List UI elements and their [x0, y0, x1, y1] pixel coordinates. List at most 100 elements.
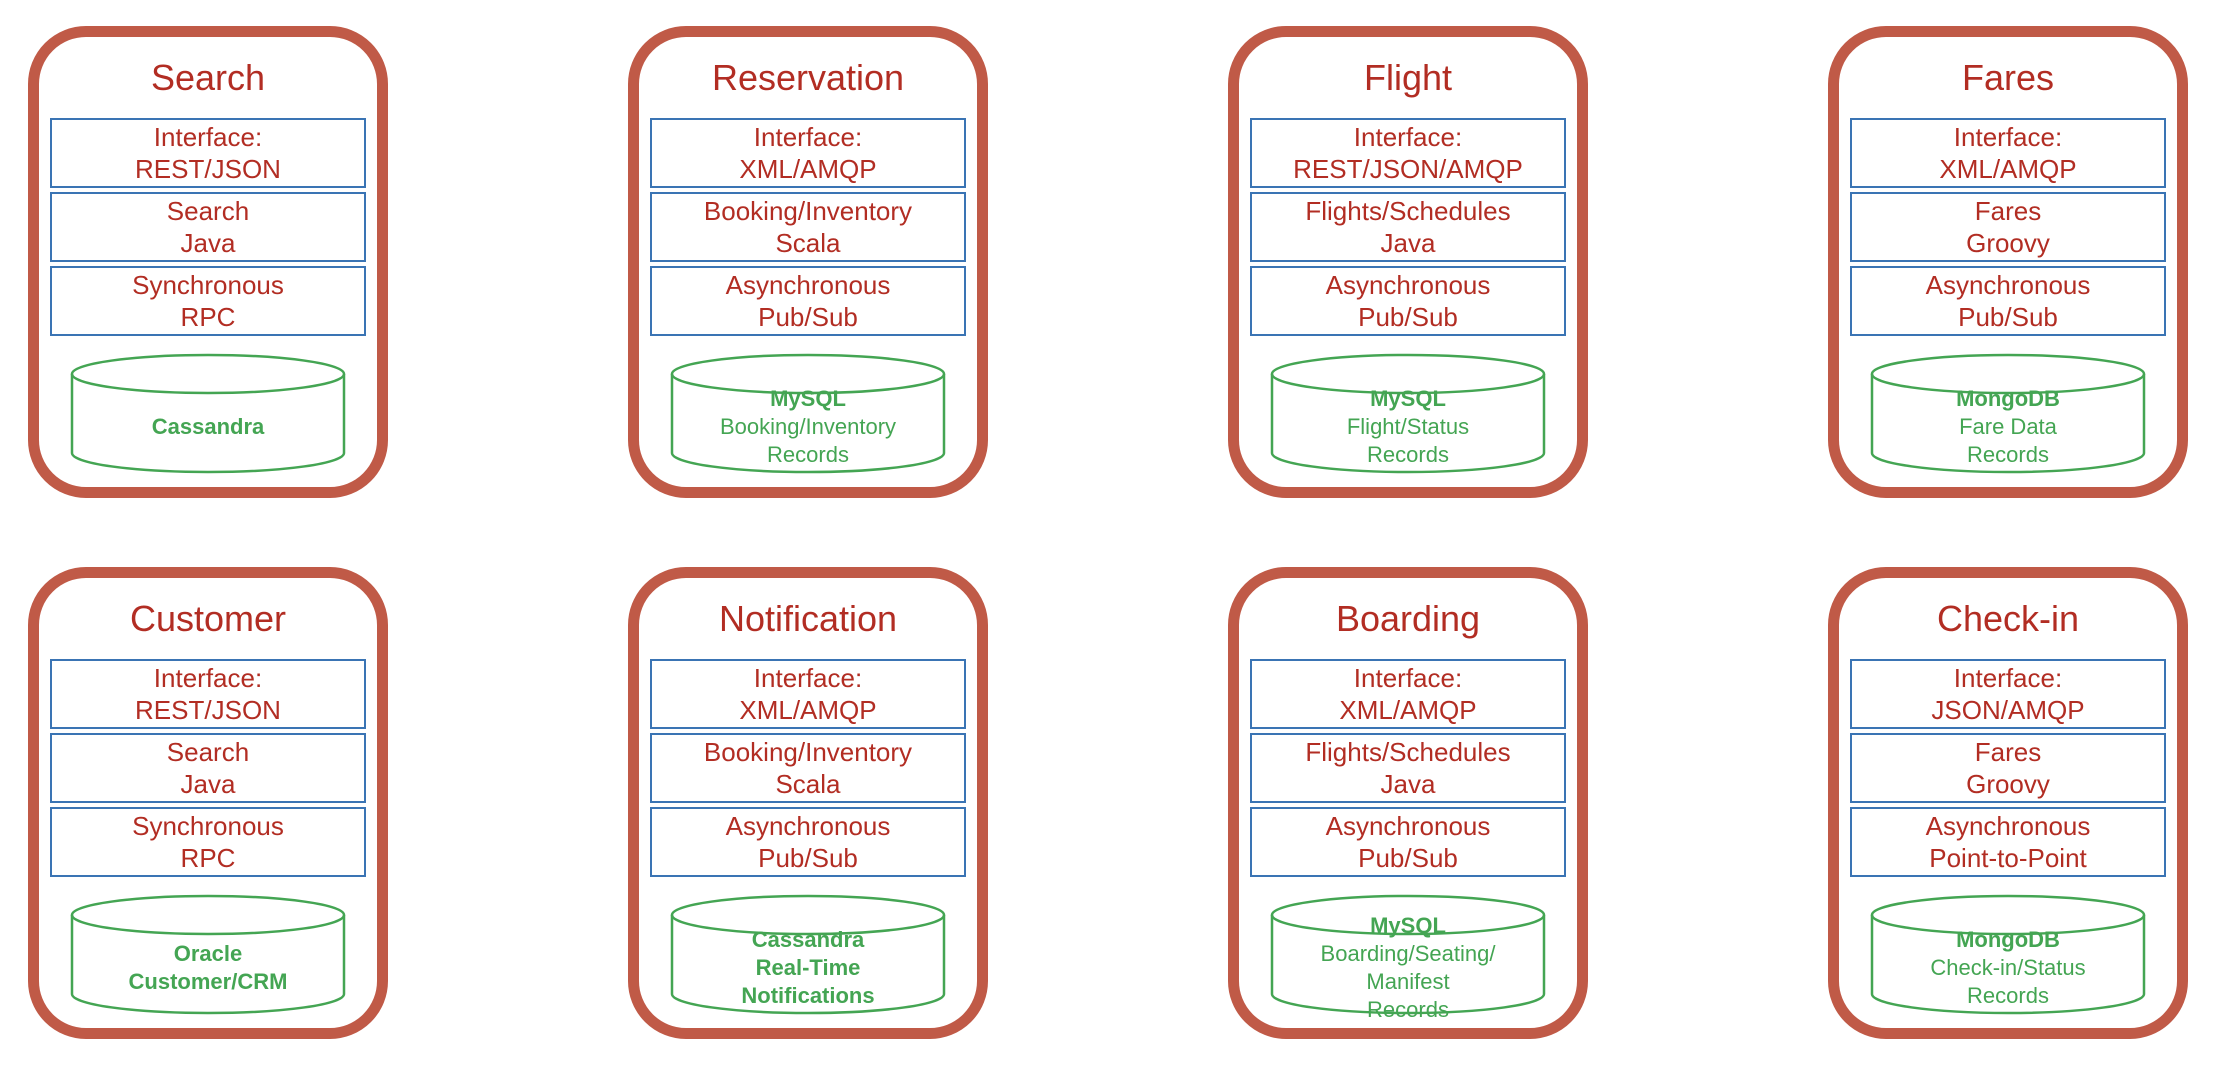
database-name: MySQL	[1370, 386, 1446, 411]
service-name: Fares	[1974, 196, 2042, 226]
messaging-box: Synchronous RPC	[50, 266, 366, 336]
database-detail: Booking/Inventory	[719, 414, 897, 439]
messaging-box: Asynchronous Pub/Sub	[1250, 266, 1566, 336]
card-title: Search	[150, 56, 266, 98]
card-title: Notification	[718, 597, 898, 639]
database-cylinder-icon	[70, 353, 346, 474]
messaging-pattern: Pub/Sub	[758, 302, 858, 332]
database-detail: Records	[1967, 983, 2049, 1008]
service-language: Groovy	[1966, 228, 2050, 258]
interface-label: Interface:	[1953, 122, 2063, 152]
service-language-box: Flights/Schedules Java	[1250, 733, 1566, 803]
interface-label: Interface:	[1953, 663, 2063, 693]
database-label: Cassandra Real-Time Notifications	[670, 923, 946, 1013]
service-card-grid: Search Interface: REST/JSON Search Java …	[28, 26, 2188, 1039]
interface-label: Interface:	[1353, 122, 1463, 152]
database-name: Cassandra	[751, 927, 865, 952]
service-card-reservation: Reservation Interface: XML/AMQP Booking/…	[628, 26, 988, 498]
database-detail: Fare Data	[1959, 414, 2057, 439]
interface-value: JSON/AMQP	[1931, 695, 2085, 725]
service-name: Search	[166, 196, 250, 226]
messaging-mode: Asynchronous	[1925, 811, 2091, 841]
service-language-box: Fares Groovy	[1850, 192, 2166, 262]
interface-label: Interface:	[753, 663, 863, 693]
service-name: Fares	[1974, 737, 2042, 767]
service-card-search: Search Interface: REST/JSON Search Java …	[28, 26, 388, 498]
interface-box: Interface: REST/JSON	[50, 118, 366, 188]
service-name: Flights/Schedules	[1305, 737, 1511, 767]
card-title: Check-in	[1936, 597, 2080, 639]
database-name: Oracle	[173, 941, 243, 966]
messaging-mode: Asynchronous	[1325, 270, 1491, 300]
service-language: Java	[180, 228, 236, 258]
interface-label: Interface:	[153, 663, 263, 693]
interface-box: Interface: XML/AMQP	[650, 659, 966, 729]
service-language-box: Booking/Inventory Scala	[650, 192, 966, 262]
service-language-box: Flights/Schedules Java	[1250, 192, 1566, 262]
database-detail: Flight/Status	[1346, 414, 1470, 439]
service-name: Flights/Schedules	[1305, 196, 1511, 226]
messaging-pattern: RPC	[180, 302, 236, 332]
interface-box: Interface: REST/JSON/AMQP	[1250, 118, 1566, 188]
interface-box: Interface: XML/AMQP	[1850, 118, 2166, 188]
database-label: Cassandra	[70, 382, 346, 472]
interface-label: Interface:	[753, 122, 863, 152]
database-cylinder: MySQL Booking/Inventory Records	[670, 352, 946, 476]
interface-value: XML/AMQP	[1939, 154, 2077, 184]
messaging-mode: Asynchronous	[1925, 270, 2091, 300]
service-language: Groovy	[1966, 769, 2050, 799]
service-name: Booking/Inventory	[703, 737, 913, 767]
service-name: Search	[166, 737, 250, 767]
messaging-box: Asynchronous Pub/Sub	[1250, 807, 1566, 877]
database-cylinder: MongoDB Check-in/Status Records	[1870, 893, 2146, 1017]
messaging-box: Asynchronous Point-to-Point	[1850, 807, 2166, 877]
interface-value: REST/JSON	[135, 154, 281, 184]
service-card-boarding: Boarding Interface: XML/AMQP Flights/Sch…	[1228, 567, 1588, 1039]
database-cylinder-icon	[70, 894, 346, 1015]
interface-box: Interface: JSON/AMQP	[1850, 659, 2166, 729]
messaging-pattern: Pub/Sub	[1358, 302, 1458, 332]
messaging-box: Asynchronous Pub/Sub	[650, 807, 966, 877]
interface-value: XML/AMQP	[739, 154, 877, 184]
database-cylinder: Cassandra	[70, 352, 346, 476]
database-label: MySQL Boarding/Seating/ Manifest Records	[1270, 913, 1546, 1022]
card-title: Reservation	[711, 56, 905, 98]
database-detail: Records	[1367, 442, 1449, 467]
database-detail: Manifest	[1366, 969, 1450, 994]
service-language: Java	[180, 769, 236, 799]
interface-value: REST/JSON/AMQP	[1293, 154, 1523, 184]
database-cylinder-icon	[670, 894, 946, 1015]
database-name: Cassandra	[151, 414, 265, 439]
card-title: Flight	[1363, 56, 1453, 98]
database-detail: Real-Time	[755, 955, 861, 980]
database-detail: Boarding/Seating/	[1320, 941, 1496, 966]
database-detail: Records	[767, 442, 849, 467]
service-language: Java	[1380, 769, 1436, 799]
messaging-pattern: RPC	[180, 843, 236, 873]
database-cylinder: MySQL Boarding/Seating/ Manifest Records	[1270, 893, 1546, 1022]
database-name: MySQL	[1370, 913, 1446, 938]
interface-value: REST/JSON	[135, 695, 281, 725]
service-language: Scala	[775, 769, 841, 799]
database-cylinder: MySQL Flight/Status Records	[1270, 352, 1546, 476]
service-language-box: Search Java	[50, 733, 366, 803]
database-detail: Notifications	[741, 983, 875, 1008]
database-label: MySQL Flight/Status Records	[1270, 382, 1546, 472]
card-title: Fares	[1961, 56, 2055, 98]
database-detail: Records	[1367, 997, 1449, 1022]
service-language-box: Search Java	[50, 192, 366, 262]
interface-box: Interface: XML/AMQP	[650, 118, 966, 188]
card-title: Customer	[129, 597, 287, 639]
service-language: Scala	[775, 228, 841, 258]
database-cylinder: MongoDB Fare Data Records	[1870, 352, 2146, 476]
database-cylinder-icon	[670, 353, 946, 474]
card-title: Boarding	[1335, 597, 1481, 639]
database-cylinder: Cassandra Real-Time Notifications	[670, 893, 946, 1017]
service-language: Java	[1380, 228, 1436, 258]
database-label: Oracle Customer/CRM	[70, 923, 346, 1013]
messaging-pattern: Pub/Sub	[758, 843, 858, 873]
database-label: MongoDB Fare Data Records	[1870, 382, 2146, 472]
messaging-box: Asynchronous Pub/Sub	[650, 266, 966, 336]
service-card-customer: Customer Interface: REST/JSON Search Jav…	[28, 567, 388, 1039]
